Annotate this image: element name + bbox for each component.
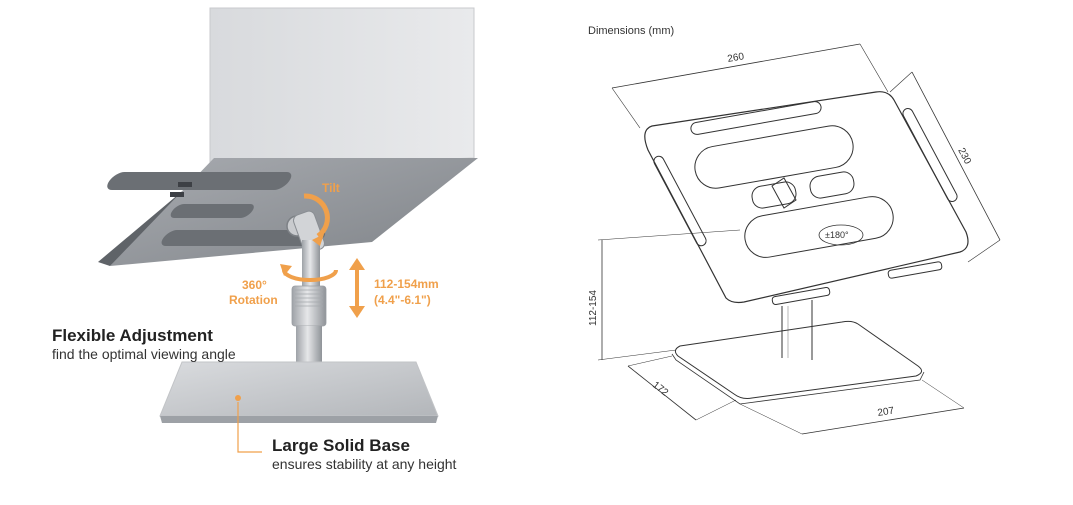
tray-right-rail	[902, 108, 958, 202]
feature-large-solid-base: Large Solid Base ensures stability at an…	[272, 436, 457, 472]
hinge-bracket-outline	[771, 177, 797, 209]
dim-label-width-top: 260	[727, 51, 746, 65]
dim-line-base-depth	[627, 365, 697, 421]
rotation-arrow-head-icon	[280, 264, 292, 276]
tray-top-rail	[690, 101, 822, 135]
tray-slot	[170, 204, 254, 218]
dim-line-base-width	[801, 407, 965, 435]
height-range-in-label: (4.4"-6.1")	[374, 293, 431, 307]
tray-slot	[107, 172, 292, 190]
laptop-port	[170, 192, 184, 197]
feature-title: Flexible Adjustment	[52, 326, 213, 345]
feature-subtitle: ensures stability at any height	[272, 456, 457, 472]
rotation-word-label: Rotation	[229, 293, 278, 307]
feature-title: Large Solid Base	[272, 436, 410, 455]
tray-slot	[161, 230, 326, 246]
tray-slot-outline	[809, 171, 855, 199]
collar-knurl	[295, 289, 323, 307]
tilt-arrow-icon	[303, 193, 330, 239]
tray-outline	[644, 91, 969, 304]
dimension-drawing: Dimensions (mm) 260 230 ±180°	[588, 25, 1001, 435]
laptop-lid	[209, 7, 475, 169]
tilt-label: Tilt	[322, 181, 340, 195]
tray-clip	[771, 287, 831, 305]
feature-subtitle: find the optimal viewing angle	[52, 346, 236, 362]
dim-label-height: 112-154	[588, 290, 599, 326]
height-arrow-icon	[349, 258, 365, 318]
dim-label-base-width: 207	[877, 405, 896, 419]
tilt-arrow-head-icon	[312, 234, 324, 246]
stand-upper-pole	[302, 240, 320, 286]
tray-slot-outline	[744, 196, 894, 258]
dim-line-depth-top	[911, 71, 1001, 241]
stand-base	[159, 361, 439, 417]
base-leader-line	[237, 402, 262, 453]
rotation-arrow-icon	[282, 269, 338, 282]
dim-label-depth-top: 230	[955, 146, 973, 166]
tray-clip	[887, 261, 943, 279]
laptop-port	[178, 182, 192, 187]
tray-slot-outline	[751, 181, 797, 209]
dim-label-base-depth: 172	[650, 380, 670, 399]
stand-base-edge	[160, 416, 438, 423]
swivel-badge	[818, 224, 864, 246]
feature-flexible-adjustment: Flexible Adjustment find the optimal vie…	[52, 326, 236, 362]
rotation-value-label: 360°	[242, 278, 267, 292]
swivel-label: ±180°	[825, 230, 849, 240]
stand-illustration: Tilt 360° Rotation 112-154mm (4.4"-6.1")	[98, 7, 478, 453]
dim-line-width-top	[611, 43, 861, 89]
height-range-mm-label: 112-154mm	[374, 277, 439, 291]
tray-slot-outline	[694, 125, 854, 189]
base-outline	[674, 320, 922, 399]
dimensions-title: Dimensions (mm)	[588, 25, 674, 37]
base-indicator-dot	[235, 395, 241, 401]
tray-left-rail	[653, 155, 707, 247]
